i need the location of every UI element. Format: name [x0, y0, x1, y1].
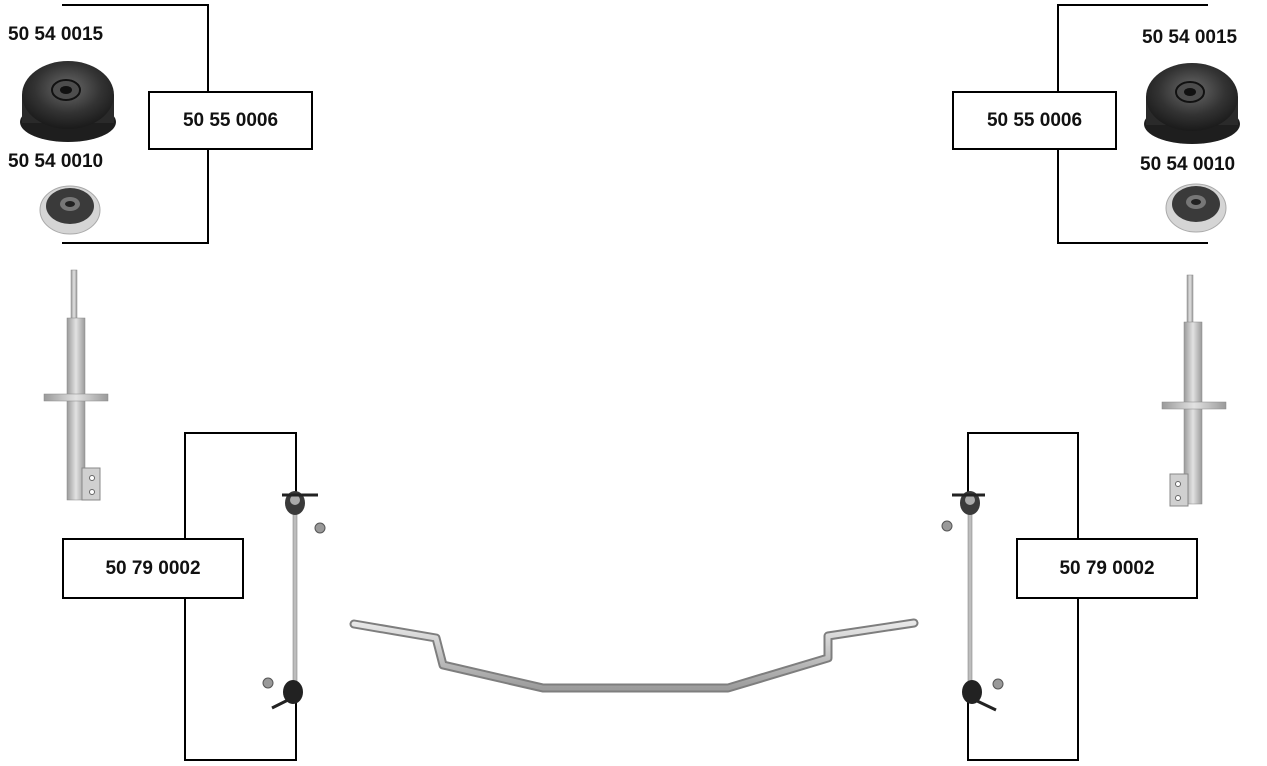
shock-absorber-icon: [44, 270, 108, 500]
strut-mount-icon: [20, 61, 116, 142]
right-stabilizer-link-code-box: 50 79 0002: [1016, 538, 1198, 599]
strut-bearing-icon: [40, 186, 100, 234]
left-stabilizer-link-code-box: 50 79 0002: [62, 538, 244, 599]
stabilizer-link-icon: [942, 491, 1003, 710]
left-kit-code-box: 50 55 0006: [148, 91, 313, 150]
right-kit-code-box: 50 55 0006: [952, 91, 1117, 150]
stabilizer-bar-icon: [354, 623, 914, 688]
shock-absorber-icon: [1162, 275, 1226, 506]
strut-bearing-icon: [1166, 184, 1226, 232]
right-strut-bearing-code: 50 54 0010: [1140, 155, 1235, 174]
stabilizer-link-icon: [263, 491, 325, 708]
left-strut-mount-code: 50 54 0015: [8, 25, 103, 44]
right-strut-mount-code: 50 54 0015: [1142, 28, 1237, 47]
strut-mount-icon: [1144, 63, 1240, 144]
left-strut-bearing-code: 50 54 0010: [8, 152, 103, 171]
